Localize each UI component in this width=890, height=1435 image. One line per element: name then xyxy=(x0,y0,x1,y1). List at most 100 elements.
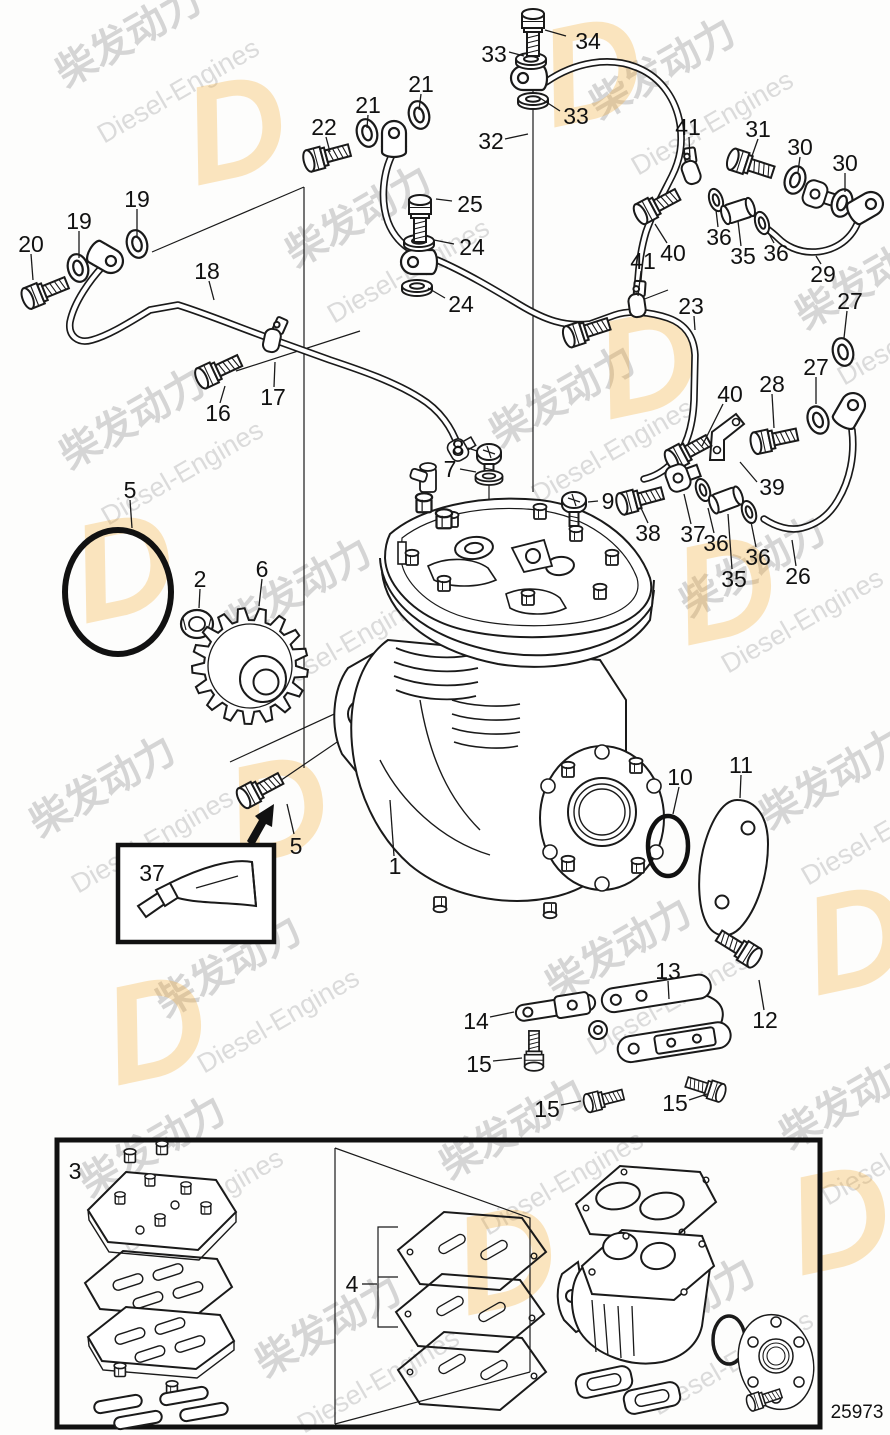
washer-21 xyxy=(404,97,434,133)
callout-label: 21 xyxy=(408,71,434,97)
callout-label: 25 xyxy=(457,191,483,217)
gasket-kit-4 xyxy=(377,1210,548,1412)
callout-leader-line xyxy=(258,578,263,607)
banjo-bolt-22 xyxy=(300,138,354,174)
callout-label: 15 xyxy=(662,1090,688,1116)
banjo-bolt-20 xyxy=(17,271,72,312)
pipe-assembly-26 xyxy=(760,426,857,533)
callout-leader-line xyxy=(504,133,529,140)
pipe-assembly-18 xyxy=(66,262,462,450)
pipe-clamp-17 xyxy=(260,313,290,356)
banjo-fitting xyxy=(399,248,439,276)
direction-arrow xyxy=(247,804,274,847)
banjo-bolt-28 xyxy=(747,422,801,456)
callout-leader-line xyxy=(587,500,599,503)
head-kit-3 xyxy=(83,1139,238,1431)
bolt-40 xyxy=(629,183,684,228)
washer-27 xyxy=(802,402,834,438)
callout-label: 36 xyxy=(703,530,729,556)
callout-label: 36 xyxy=(706,224,732,250)
callout-label: 41 xyxy=(675,114,701,140)
callout-label: 30 xyxy=(832,150,858,176)
callout-leader-line xyxy=(701,403,724,447)
callout-leader-line xyxy=(791,539,797,567)
cover-plate-11 xyxy=(698,798,770,937)
callout-label: 30 xyxy=(787,134,813,160)
callout-label: 8 xyxy=(452,435,465,461)
bolt-15 xyxy=(683,1072,729,1105)
callout-leader-line xyxy=(435,198,453,202)
callout-label: 33 xyxy=(481,41,507,67)
callout-leader-line xyxy=(688,136,691,161)
callout-leader-line xyxy=(758,979,765,1011)
callout-leader-line xyxy=(219,385,226,404)
pipe-assembly-32 xyxy=(542,58,685,302)
callout-leader-line xyxy=(739,461,758,483)
diagram-number: 25973 xyxy=(831,1402,884,1423)
callout-leader-line xyxy=(771,393,775,429)
watermark-logo-icon: D xyxy=(774,1131,890,1306)
callout-label: 13 xyxy=(655,958,681,984)
bolt-15 xyxy=(523,1030,545,1072)
watermark-cn-text: 柴发动力 xyxy=(753,720,890,838)
callout-label: 9 xyxy=(602,488,615,514)
callout-label: 40 xyxy=(660,240,686,266)
callout-leader-line xyxy=(715,209,719,228)
bolt-5-group xyxy=(232,767,287,847)
callout-label: 40 xyxy=(717,381,743,407)
bare-compressor-kit xyxy=(556,1164,815,1415)
callout-label: 28 xyxy=(759,371,785,397)
callout-label: 38 xyxy=(635,520,661,546)
callout-label: 7 xyxy=(444,456,457,482)
callout-label: 4 xyxy=(346,1271,359,1297)
callout-label: 32 xyxy=(478,128,504,154)
callout-leader-line xyxy=(767,231,775,244)
callout-label: 24 xyxy=(459,234,485,260)
callout-label: 2 xyxy=(194,566,207,592)
callout-label: 22 xyxy=(311,114,337,140)
callout-leader-line xyxy=(797,156,801,173)
callout-leader-line xyxy=(843,310,848,339)
nut-36 xyxy=(751,209,773,237)
watermark-cn-text: 柴发动力 xyxy=(789,220,890,338)
callout-leader-line xyxy=(667,980,670,1000)
callout-leader-line xyxy=(467,447,478,452)
callout-label: 12 xyxy=(752,1007,778,1033)
callout-label: 27 xyxy=(837,288,863,314)
callout-label: 35 xyxy=(730,243,756,269)
callout-leader-line xyxy=(683,493,692,525)
watermark-logo-icon: D xyxy=(170,41,302,216)
banjo-fitting xyxy=(380,119,408,159)
callout-label: 36 xyxy=(745,544,771,570)
callout-leader-line xyxy=(727,513,733,570)
callout-leader-line xyxy=(739,774,742,799)
callout-leader-line xyxy=(489,1011,515,1018)
sealant-tube xyxy=(136,860,258,919)
fitting-group-right xyxy=(613,334,871,527)
callout-label: 5 xyxy=(124,477,137,503)
callout-label: 35 xyxy=(721,566,747,592)
callout-leader-line xyxy=(751,138,759,157)
union-screw-31 xyxy=(723,146,778,184)
callout-leader-line xyxy=(427,287,446,299)
callout-leader-line xyxy=(654,223,668,244)
callout-label: 19 xyxy=(124,186,150,212)
oring-10 xyxy=(645,813,691,879)
bolt-15 xyxy=(581,1084,627,1115)
callout-label: 29 xyxy=(810,261,836,287)
kit-box xyxy=(54,1137,823,1431)
callout-label: 27 xyxy=(803,354,829,380)
callout-leader-line xyxy=(815,255,822,265)
callout-leader-line xyxy=(208,280,215,301)
callout-label: 21 xyxy=(355,92,381,118)
gear-6 xyxy=(190,607,310,726)
callout-label: 17 xyxy=(260,384,286,410)
callout-leader-line xyxy=(672,786,680,815)
callout-label: 37 xyxy=(139,860,165,886)
callout-leader-line xyxy=(366,114,369,129)
watermark-logo-icon: D xyxy=(790,851,890,1026)
callout-label: 3 xyxy=(69,1158,82,1184)
callout-leader-line xyxy=(433,239,455,245)
callout-label: 6 xyxy=(256,556,269,582)
